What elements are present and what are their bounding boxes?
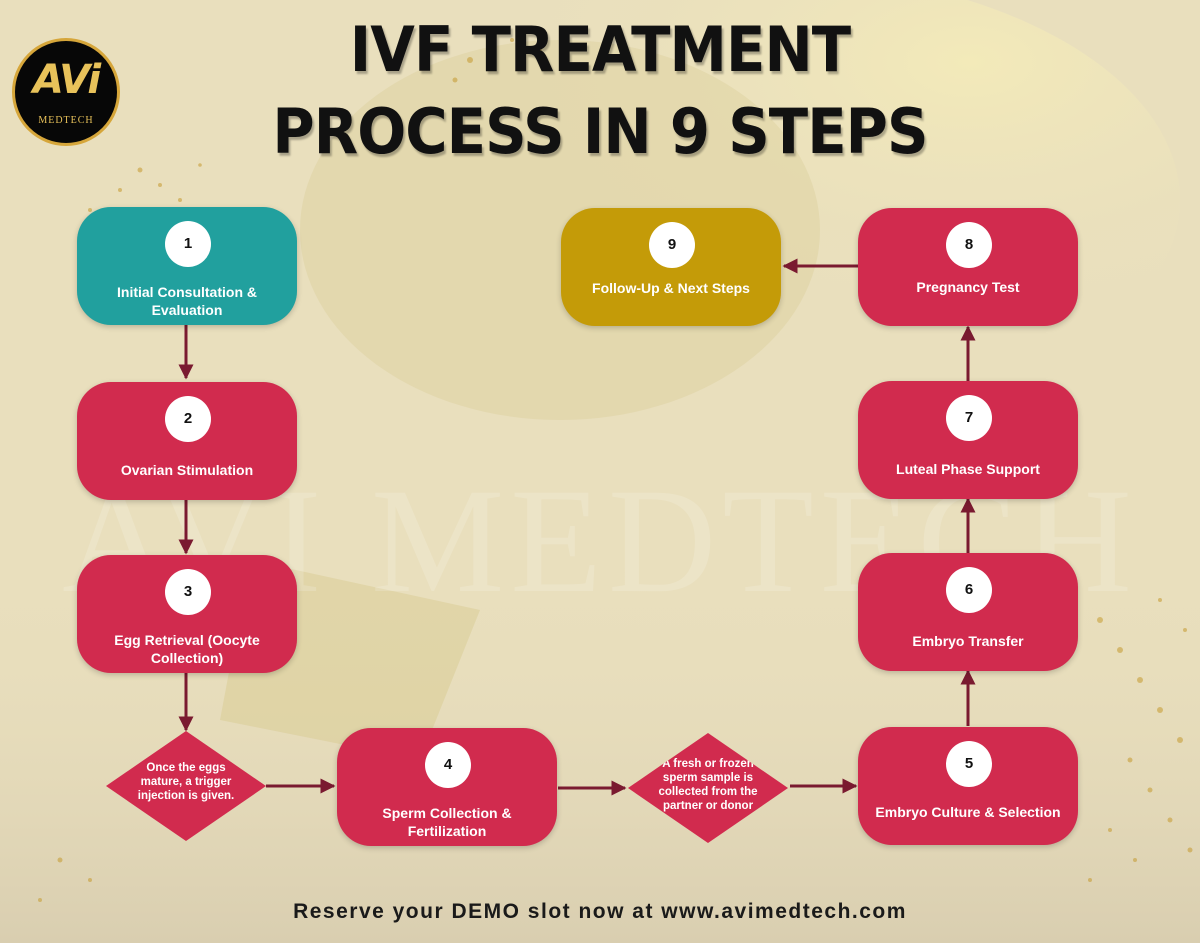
step-1-box: 1 Initial Consultation & Evaluation: [77, 207, 297, 325]
step-7-box: 7 Luteal Phase Support: [858, 381, 1078, 499]
step-3-box: 3 Egg Retrieval (Oocyte Collection): [77, 555, 297, 673]
step-9-box: 9 Follow-Up & Next Steps: [561, 208, 781, 326]
step-3-label: Egg Retrieval (Oocyte Collection): [114, 632, 260, 666]
note-trigger-injection-text: Once the eggs mature, a trigger injectio…: [137, 762, 235, 802]
step-7-label: Luteal Phase Support: [896, 461, 1040, 477]
note-sperm-sample-text: A fresh or frozen sperm sample is collec…: [658, 758, 758, 812]
step-5-label: Embryo Culture & Selection: [875, 804, 1061, 820]
step-8-number: 8: [946, 222, 992, 268]
step-6-number: 6: [946, 567, 992, 613]
logo-text: MEDTECH: [38, 115, 94, 126]
step-4-box: 4 Sperm Collection & Fertilization: [337, 728, 557, 846]
step-5-box: 5 Embryo Culture & Selection: [858, 727, 1078, 845]
step-1-label: Initial Consultation & Evaluation: [117, 284, 257, 318]
step-8-label: Pregnancy Test: [916, 279, 1020, 295]
step-4-number: 4: [425, 742, 471, 788]
step-2-number: 2: [165, 396, 211, 442]
logo-mark: AVi: [32, 57, 101, 103]
page-title-line-1: IVF TREATMENT: [349, 13, 851, 86]
footer-cta: Reserve your DEMO slot now at www.avimed…: [293, 900, 907, 923]
step-9-label: Follow-Up & Next Steps: [592, 280, 750, 296]
step-4-label: Sperm Collection & Fertilization: [382, 805, 512, 839]
page-title-line-2: PROCESS IN 9 STEPS: [272, 95, 928, 168]
step-8-box: 8 Pregnancy Test: [858, 208, 1078, 326]
step-6-box: 6 Embryo Transfer: [858, 553, 1078, 671]
step-2-box: 2 Ovarian Stimulation: [77, 382, 297, 500]
step-2-label: Ovarian Stimulation: [120, 462, 254, 478]
avi-medtech-logo: AVi MEDTECH: [12, 38, 120, 146]
step-1-number: 1: [165, 221, 211, 267]
step-9-number: 9: [649, 222, 695, 268]
step-6-label: Embryo Transfer: [912, 633, 1024, 649]
step-3-number: 3: [165, 569, 211, 615]
step-5-number: 5: [946, 741, 992, 787]
step-7-number: 7: [946, 395, 992, 441]
